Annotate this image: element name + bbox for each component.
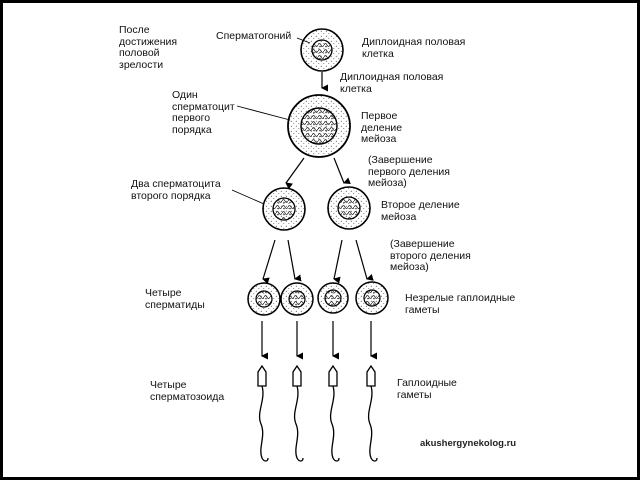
label-haploid-gametes: Гаплоидные гаметы bbox=[397, 377, 457, 401]
label-spermatids: Четыре сперматиды bbox=[145, 287, 205, 311]
label-second-division: Второе деление мейоза bbox=[381, 199, 460, 223]
spermatid-1 bbox=[247, 282, 281, 316]
leader-secondary bbox=[231, 189, 265, 205]
spermatid-4 bbox=[355, 281, 389, 315]
label-first-division: Первое деление мейоза bbox=[361, 110, 403, 145]
spermatozoon-4 bbox=[366, 364, 378, 462]
label-diploid-cell-1: Диплоидная половая клетка bbox=[362, 36, 466, 60]
primary-spermatocyte-cell bbox=[287, 94, 351, 158]
watermark: akushergynekolog.ru bbox=[420, 438, 517, 449]
spermatid-3 bbox=[317, 282, 349, 314]
secondary-spermatocyte-right bbox=[327, 186, 371, 230]
arrow-secondary-left-a bbox=[262, 239, 276, 285]
arrow-primary-right bbox=[333, 157, 351, 185]
secondary-spermatocyte-left bbox=[262, 187, 306, 231]
label-primary-spermatocyte: Один сперматоцит первого порядка bbox=[172, 89, 235, 136]
spermatid-2 bbox=[280, 282, 314, 316]
spermatozoon-3 bbox=[328, 364, 340, 462]
arrow-secondary-right-a bbox=[333, 239, 343, 284]
arrow-secondary-right-b bbox=[355, 239, 374, 281]
label-second-division-end: (Завершение второго деления мейоза) bbox=[390, 238, 471, 273]
spermatozoon-1 bbox=[257, 364, 269, 462]
arrow-secondary-left-b bbox=[287, 239, 302, 282]
label-immature-gametes: Незрелые гаплоидные гаметы bbox=[405, 292, 516, 316]
spermatozoon-2 bbox=[292, 364, 304, 462]
label-spermatogonium: Сперматогоний bbox=[216, 30, 292, 42]
leader-spermatogonium bbox=[296, 37, 311, 44]
label-secondary-spermatocytes: Два сперматоцита второго порядка bbox=[131, 178, 221, 202]
label-after-maturity: После достижения половой зрелости bbox=[119, 24, 178, 71]
label-spermatozoa: Четыре сперматозоида bbox=[150, 379, 225, 403]
spermatogonium-cell bbox=[300, 28, 344, 72]
label-diploid-cell-2: Диплоидная половая клетка bbox=[340, 71, 444, 95]
leader-primary bbox=[236, 105, 291, 121]
arrow-primary-left bbox=[285, 157, 305, 190]
label-first-division-end: (Завершение первого деления мейоза) bbox=[368, 154, 450, 189]
